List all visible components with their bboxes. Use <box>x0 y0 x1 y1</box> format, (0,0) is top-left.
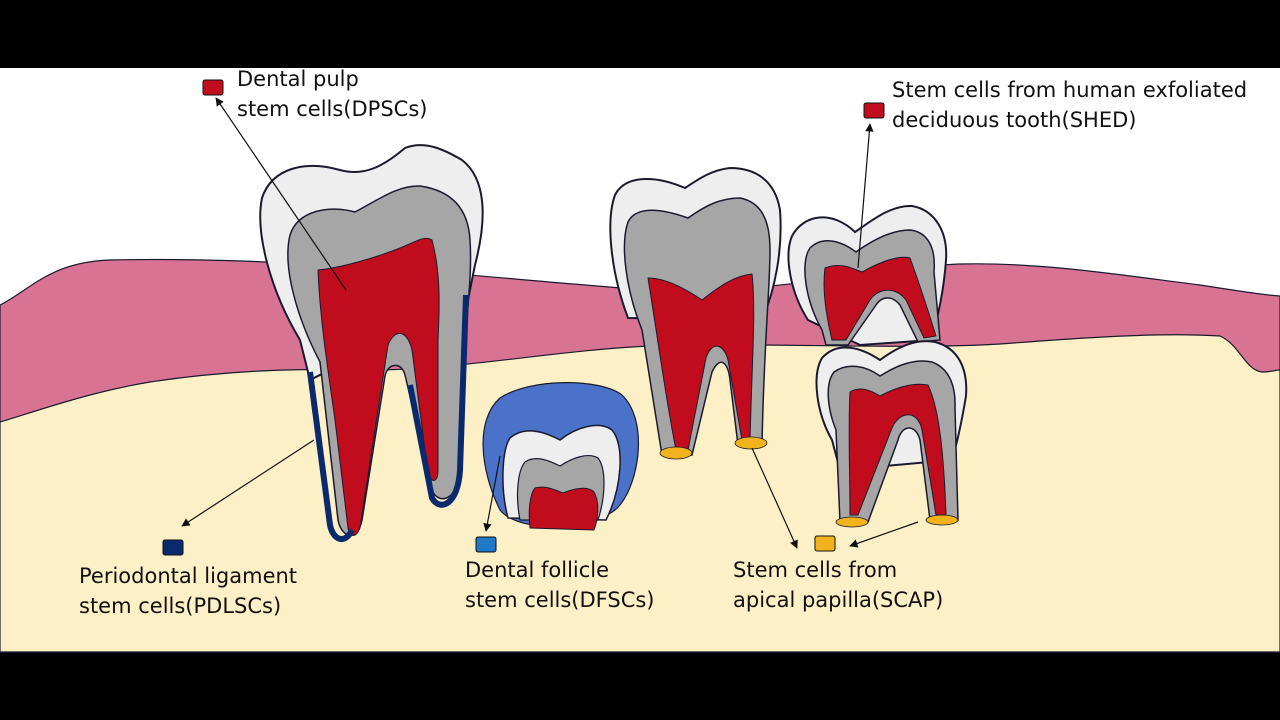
scap-arrow-right <box>849 521 919 548</box>
deciduous-tooth-pulp <box>823 256 937 341</box>
pdlsc-label-line2: stem cells(PDLSCs) <box>79 594 282 618</box>
pdlsc-label: Periodontal ligament stem cells(PDLSCs) <box>79 561 297 621</box>
dfsc-arrow <box>483 455 501 532</box>
dpsc-label-line1: Dental pulp <box>237 67 359 91</box>
apical-papilla-right <box>734 436 768 450</box>
scap-label-line2: apical papilla(SCAP) <box>733 588 944 612</box>
developing-tooth-pulp <box>528 486 599 531</box>
dfsc-label: Dental follicle stem cells(DFSCs) <box>465 555 655 615</box>
dpsc-label-line2: stem cells(DPSCs) <box>237 97 428 121</box>
adult-molar <box>259 144 484 542</box>
top-black-bar <box>0 0 1280 68</box>
scap-arrow-left <box>751 447 798 549</box>
apical-papilla-left <box>659 446 693 460</box>
pdlsc-legend-square <box>162 539 184 556</box>
successor-tooth <box>815 340 968 528</box>
periodontal-ligament-left <box>307 371 355 542</box>
successor-tooth-pulp <box>848 383 947 516</box>
dpsc-arrow <box>215 97 347 291</box>
scap-label-line1: Stem cells from <box>733 558 898 582</box>
dpsc-legend-square <box>202 79 224 96</box>
pdlsc-label-line1: Periodontal ligament <box>79 564 298 588</box>
immature-molar <box>609 166 782 460</box>
dfsc-legend-square <box>475 536 497 553</box>
shed-label: Stem cells from human exfoliated deciduo… <box>892 75 1247 135</box>
developing-tooth <box>482 382 639 531</box>
scap-label: Stem cells from apical papilla(SCAP) <box>733 555 943 615</box>
shed-label-line2: deciduous tooth(SHED) <box>892 108 1137 132</box>
dpsc-label: Dental pulp stem cells(DPSCs) <box>237 64 427 124</box>
successor-papilla-left <box>835 516 869 528</box>
shed-arrow <box>857 123 874 269</box>
deciduous-tooth <box>787 204 948 347</box>
immature-molar-pulp <box>647 273 755 451</box>
dfsc-label-line1: Dental follicle <box>465 558 610 582</box>
successor-papilla-right <box>925 514 959 526</box>
shed-label-line1: Stem cells from human exfoliated <box>892 78 1248 102</box>
periodontal-ligament-right <box>407 294 469 508</box>
pdlsc-arrow <box>181 439 315 527</box>
shed-legend-square <box>863 102 885 119</box>
bottom-black-bar <box>0 652 1280 720</box>
adult-molar-pulp <box>317 237 440 536</box>
dfsc-label-line2: stem cells(DFSCs) <box>465 588 655 612</box>
scap-legend-square <box>814 535 836 552</box>
